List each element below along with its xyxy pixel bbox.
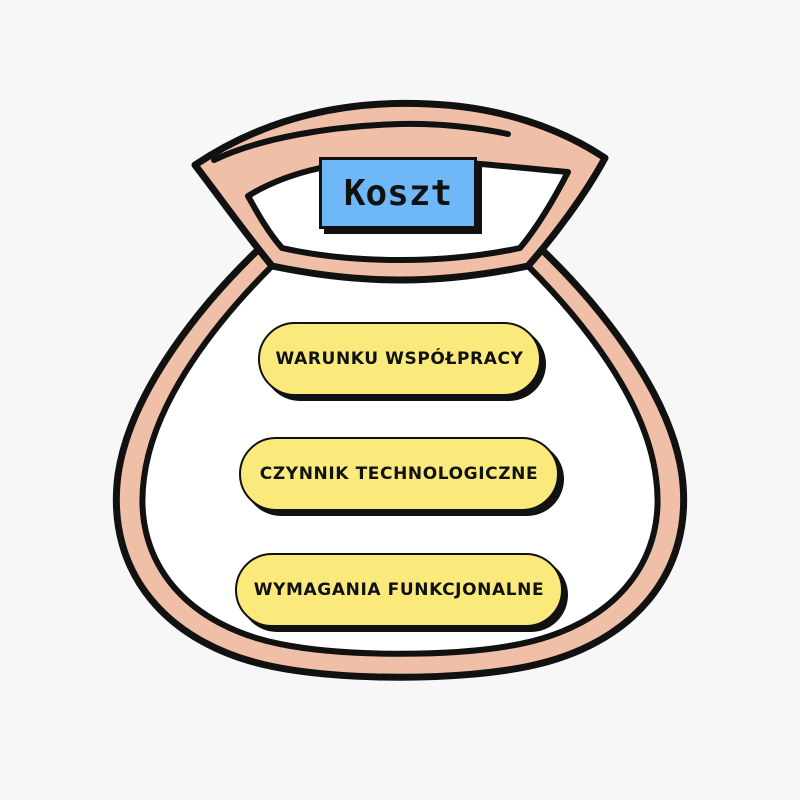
factor-pill-technology: CZYNNIK TECHNOLOGICZNE	[239, 437, 559, 511]
title-box: Koszt	[319, 157, 477, 229]
bag-neck-fold	[211, 120, 511, 163]
factor-pill-functional-requirements: WYMAGANIA FUNKCJONALNE	[235, 553, 563, 627]
factor-pill-cooperation-terms: WARUNKU WSPÓŁPRACY	[258, 322, 541, 396]
